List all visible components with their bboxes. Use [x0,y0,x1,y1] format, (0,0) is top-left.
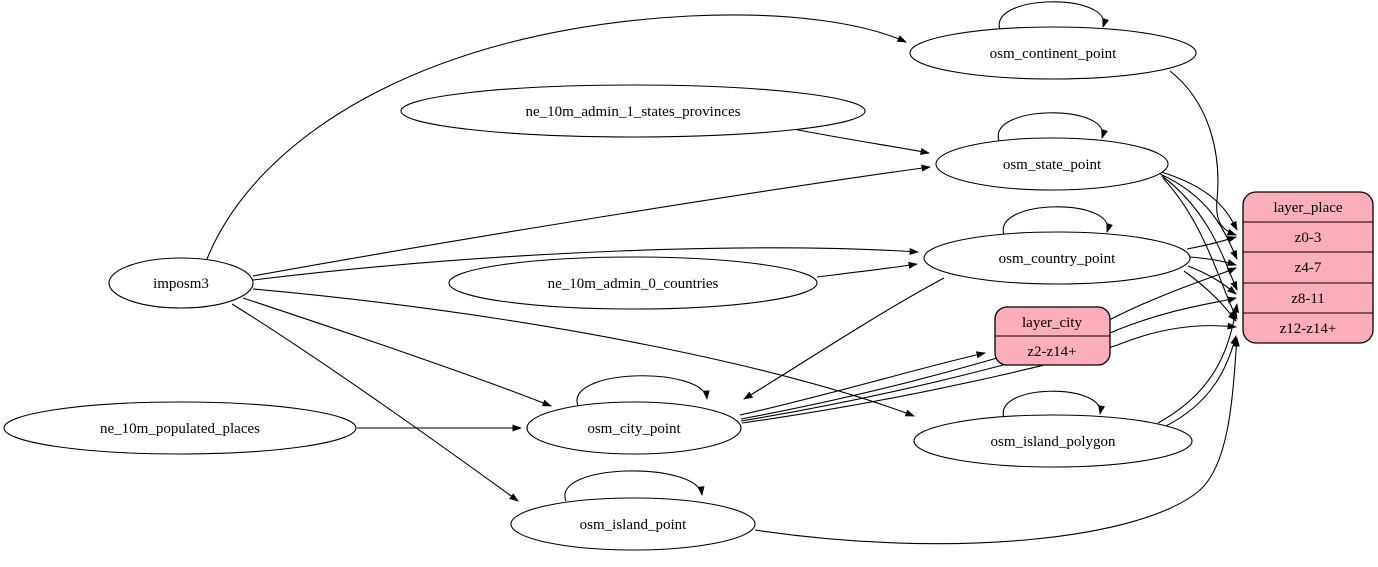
layer_place-row-z0-3: z0-3 [1295,230,1322,246]
edge-osm_country_point-to-osm_city_point [743,277,945,400]
layer_place-title: layer_place [1273,200,1342,216]
node-ne_10m_populated_places: ne_10m_populated_places [3,401,357,455]
edge-osm_city_point-to-layer_place-z8-11 [740,296,1237,422]
edge-imposm3-to-osm_state_point [252,164,931,277]
osm_city_point-label: osm_city_point [587,421,681,437]
edge-osm_state_point-to-layer_place-z8-11 [1161,175,1238,291]
node-osm_island_polygon: osm_island_polygon [913,414,1193,468]
imposm3-ellipse [108,257,254,309]
edge-imposm3-to-osm_city_point [242,297,552,407]
edge-imposm3-to-osm_country_point [252,247,919,281]
ne_10m_populated_places-label: ne_10m_populated_places [100,421,260,437]
node-osm_continent_point: osm_continent_point [909,26,1197,80]
edge-imposm3-to-osm_continent_point [206,14,907,260]
edge-osm_continent_point-to-layer_place-z0-3 [1169,70,1237,236]
layer_city-title: layer_city [1022,315,1082,331]
edge-imposm3-to-osm_island_point [231,303,519,502]
osm_city_point-ellipse [526,401,742,455]
layer_place-row-z8-11: z8-11 [1291,291,1325,307]
ne_10m_admin_1_states_provinces-label: ne_10m_admin_1_states_provinces [526,104,741,120]
edge-osm_country_point-to-layer_place-z12-z14 [1183,270,1237,322]
osm_country_point-ellipse [923,231,1191,285]
edge-osm_island_polygon-to-layer_place-z8-11 [1157,303,1240,424]
osm_country_point-label: osm_country_point [999,251,1116,267]
imposm3-label: imposm3 [153,276,209,292]
edge-osm_state_point-to-layer_place-z12-z14 [1162,177,1238,320]
record-layer_city: layer_city z2-z14+ [994,306,1111,366]
edge-ne_10m_admin_0_countries-to-osm_country_point [816,261,918,278]
record-layer_place: layer_place z0-3 z4-7 z8-11 z12-z14+ [1242,191,1374,344]
node-imposm3: imposm3 [108,257,254,309]
osm_island_polygon-ellipse [913,414,1193,468]
node-osm_country_point: osm_country_point [923,231,1191,285]
node-osm_island_point: osm_island_point [510,497,756,551]
selfloop-osm_state_point [997,112,1108,142]
selfloop-osm_country_point [1002,206,1113,236]
edge-osm_country_point-to-layer_place-z0-3 [1186,236,1237,250]
ne_10m_populated_places-ellipse [3,401,357,455]
edge-osm_state_point-to-layer_place-z4-7 [1159,173,1238,260]
selfloop-osm_island_polygon [1002,390,1106,419]
edge-osm_country_point-to-layer_place-z4-7 [1189,256,1237,266]
layer_place-box [1242,191,1374,344]
edge-osm_country_point-to-layer_place-z8-11 [1187,265,1237,295]
node-osm_state_point: osm_state_point [935,137,1169,191]
osm_state_point-ellipse [935,137,1169,191]
ne_10m_admin_1_states_provinces-ellipse [400,84,866,138]
osm_state_point-label: osm_state_point [1003,157,1102,173]
layer_city-row-z2-z14: z2-z14+ [1027,344,1076,360]
ne_10m_admin_0_countries-ellipse [448,256,818,310]
node-ne_10m_admin_1_states_provinces: ne_10m_admin_1_states_provinces [400,84,866,138]
selfloop-osm_city_point [576,375,710,407]
edge-osm_island_point-to-layer_place-z12-z14 [754,337,1240,545]
edge-osm_city_point-to-layer_place-z12-z14 [741,322,1237,424]
layer_place-row-z12-z14: z12-z14+ [1280,321,1337,337]
ne_10m_admin_0_countries-label: ne_10m_admin_0_countries [548,276,719,292]
layer_place-row-z4-7: z4-7 [1295,260,1322,276]
node-ne_10m_admin_0_countries: ne_10m_admin_0_countries [448,256,818,310]
selfloop-osm_continent_point [998,1,1109,31]
edge-osm_city_point-to-layer_city-z2 [739,351,986,416]
edge-ne_10m_admin_1_states_provinces-to-osm_state_point [792,128,930,155]
osm_continent_point-ellipse [909,26,1197,80]
osm_island_polygon-label: osm_island_polygon [990,434,1116,450]
osm_island_point-ellipse [510,497,756,551]
osm_island_point-label: osm_island_point [580,517,688,533]
selfloop-osm_island_point [564,470,705,502]
osm_continent_point-label: osm_continent_point [990,46,1117,62]
edge-osm_state_point-to-layer_place-z0-3 [1157,170,1238,231]
node-osm_city_point: osm_city_point [526,401,742,455]
edge-group [206,1,1240,545]
